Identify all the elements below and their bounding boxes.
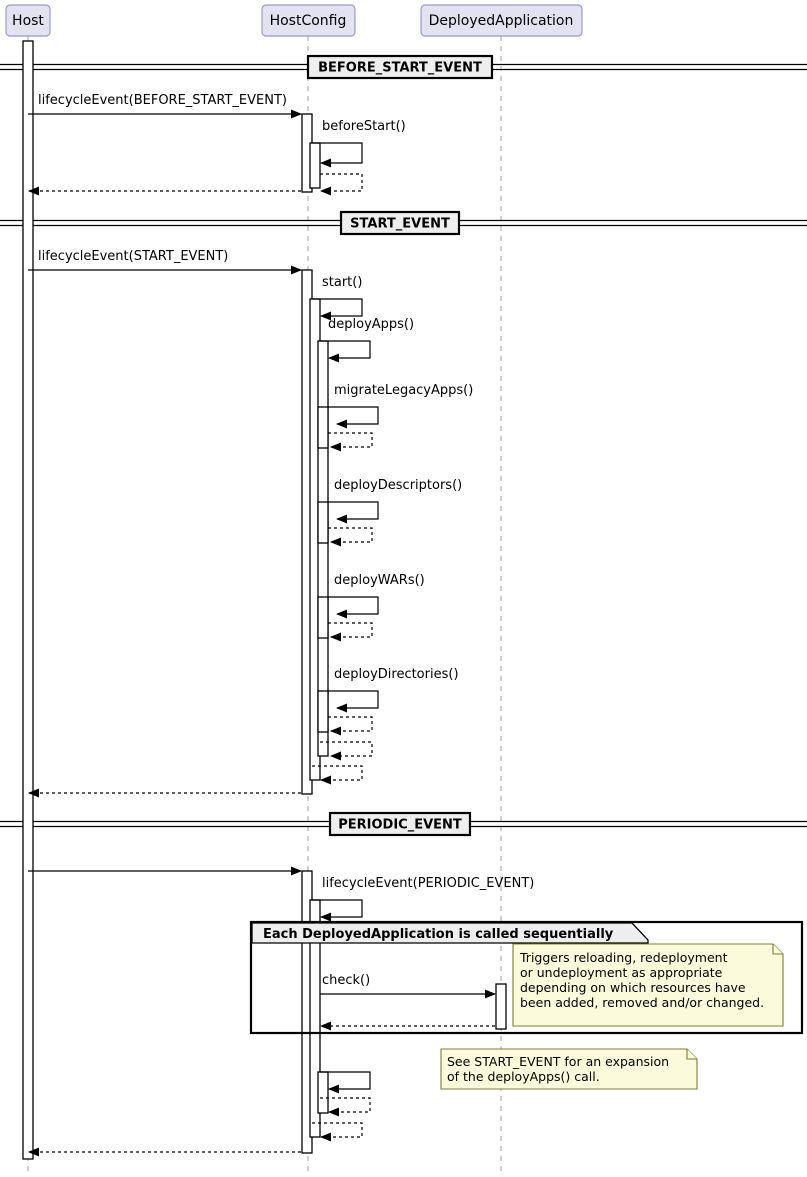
message-label-lifecycle-before-start: lifecycleEvent(BEFORE_START_EVENT) [38, 93, 287, 108]
divider-start-box [339, 210, 461, 236]
message-arrow-start-self [312, 298, 363, 321]
messages-before-start: lifecycleEvent(BEFORE_START_EVENT) befor… [28, 93, 406, 196]
group-header-shape [251, 922, 649, 944]
divider-periodic: PERIODIC_EVENT [328, 811, 472, 837]
message-label-deploy-directories: deployDirectories() [334, 667, 459, 682]
message-arrow-deploy-apps-periodic-self [320, 1071, 371, 1094]
divider-periodic-label: PERIODIC_EVENT [338, 818, 462, 833]
activations-layer [22, 40, 507, 1160]
divider-before-start-label: BEFORE_START_EVENT [318, 61, 482, 76]
activation-hostconfig-deploy-descriptors [317, 501, 329, 544]
message-arrow-deploy-descriptors-return [328, 527, 373, 547]
note-deploy-apps-shape [440, 1048, 698, 1090]
divider-before-start: BEFORE_START_EVENT [306, 54, 494, 80]
message-arrow-deploy-apps-start-self [320, 340, 371, 363]
note-deploy-apps-line-2: of the deployApps() call. [447, 1069, 600, 1084]
message-arrow-before-start-self [312, 142, 363, 168]
message-arrow-deploy-descriptors-self [328, 501, 379, 524]
message-label-migrate-legacy-apps: migrateLegacyApps() [334, 383, 473, 398]
message-arrow-deploy-apps-start-return [320, 741, 373, 761]
note-check-resources: Triggers reloading, redeployment or unde… [512, 943, 784, 1027]
note-deploy-apps: See START_EVENT for an expansion of the … [440, 1048, 698, 1090]
message-arrow-deploy-directories-self [328, 690, 379, 713]
participant-host-box[interactable] [5, 4, 51, 37]
messages-start: lifecycleEvent(START_EVENT) start() depl… [28, 249, 473, 798]
message-arrow-migrate-legacy-apps-return [328, 432, 373, 452]
note-check-resources-line-2: or undeployment as appropriate [520, 965, 723, 980]
message-arrow-check-self [312, 899, 363, 922]
message-arrow-check-return [312, 1122, 363, 1142]
message-arrow-deploy-apps-periodic-return [320, 1097, 371, 1117]
note-check-resources-shape [512, 943, 784, 1027]
message-label-lifecycle-start: lifecycleEvent(START_EVENT) [38, 249, 228, 264]
message-label-deploy-wars: deployWARs() [334, 573, 425, 588]
message-arrow-deploy-wars-self [328, 596, 379, 619]
participant-host-label: Host [12, 13, 44, 29]
message-label-deploy-apps-start: deployApps() [328, 317, 414, 332]
participant-hostconfig-box[interactable] [261, 4, 356, 37]
divider-start: START_EVENT [339, 210, 461, 236]
note-deploy-apps-line-1: See START_EVENT for an expansion [447, 1054, 669, 1069]
divider-before-start-box [306, 54, 494, 80]
group-box-outline [249, 920, 804, 1035]
note-check-resources-line-3: depending on which resources have [520, 980, 746, 995]
participant-deployedapplication[interactable]: DeployedApplication [420, 4, 583, 37]
message-arrow-deploy-directories-return [328, 716, 373, 736]
participant-host[interactable]: Host [5, 4, 51, 37]
participant-deployedapplication-label: DeployedApplication [429, 13, 574, 29]
activation-hostconfig-deploy-apps-periodic [317, 1071, 329, 1114]
divider-periodic-box [328, 811, 472, 837]
message-label-deploy-descriptors: deployDescriptors() [334, 478, 462, 493]
divider-start-label: START_EVENT [350, 217, 450, 232]
messages-periodic: lifecycleEvent(PERIODIC_EVENT) check() [28, 866, 534, 1157]
participant-deployedapplication-box[interactable] [420, 4, 583, 37]
activation-hostconfig-migrate-legacy-apps [317, 406, 329, 449]
message-label-start: start() [322, 275, 362, 290]
note-check-resources-line-4: been added, removed and/or changed. [520, 995, 764, 1010]
message-arrow-deploy-wars-return [328, 622, 373, 642]
message-label-check: lifecycleEvent(PERIODIC_EVENT) [322, 876, 534, 891]
participant-hostconfig[interactable]: HostConfig [261, 4, 356, 37]
activation-hostconfig-deploy-directories [317, 690, 329, 733]
group-header-label: Each DeployedApplication is called seque… [263, 927, 614, 942]
note-check-resources-fold [772, 944, 783, 955]
message-arrow-before-start-return [320, 173, 363, 196]
note-deploy-apps-fold [686, 1049, 697, 1060]
participant-hostconfig-label: HostConfig [270, 13, 347, 29]
group-each-deployedapplication: Each DeployedApplication is called seque… [249, 920, 804, 1035]
activation-hostconfig-before-start-nested [309, 142, 321, 189]
activation-host-main [22, 40, 34, 1160]
message-label-before-start: beforeStart() [322, 119, 406, 134]
message-label-check-resources: check() [322, 973, 370, 988]
activation-deployedapplication-check-resources [495, 983, 507, 1030]
note-check-resources-line-1: Triggers reloading, redeployment [519, 950, 728, 965]
message-arrow-migrate-legacy-apps-self [328, 406, 379, 429]
message-arrow-start-return [312, 765, 363, 785]
activation-hostconfig-deploy-wars [317, 596, 329, 639]
